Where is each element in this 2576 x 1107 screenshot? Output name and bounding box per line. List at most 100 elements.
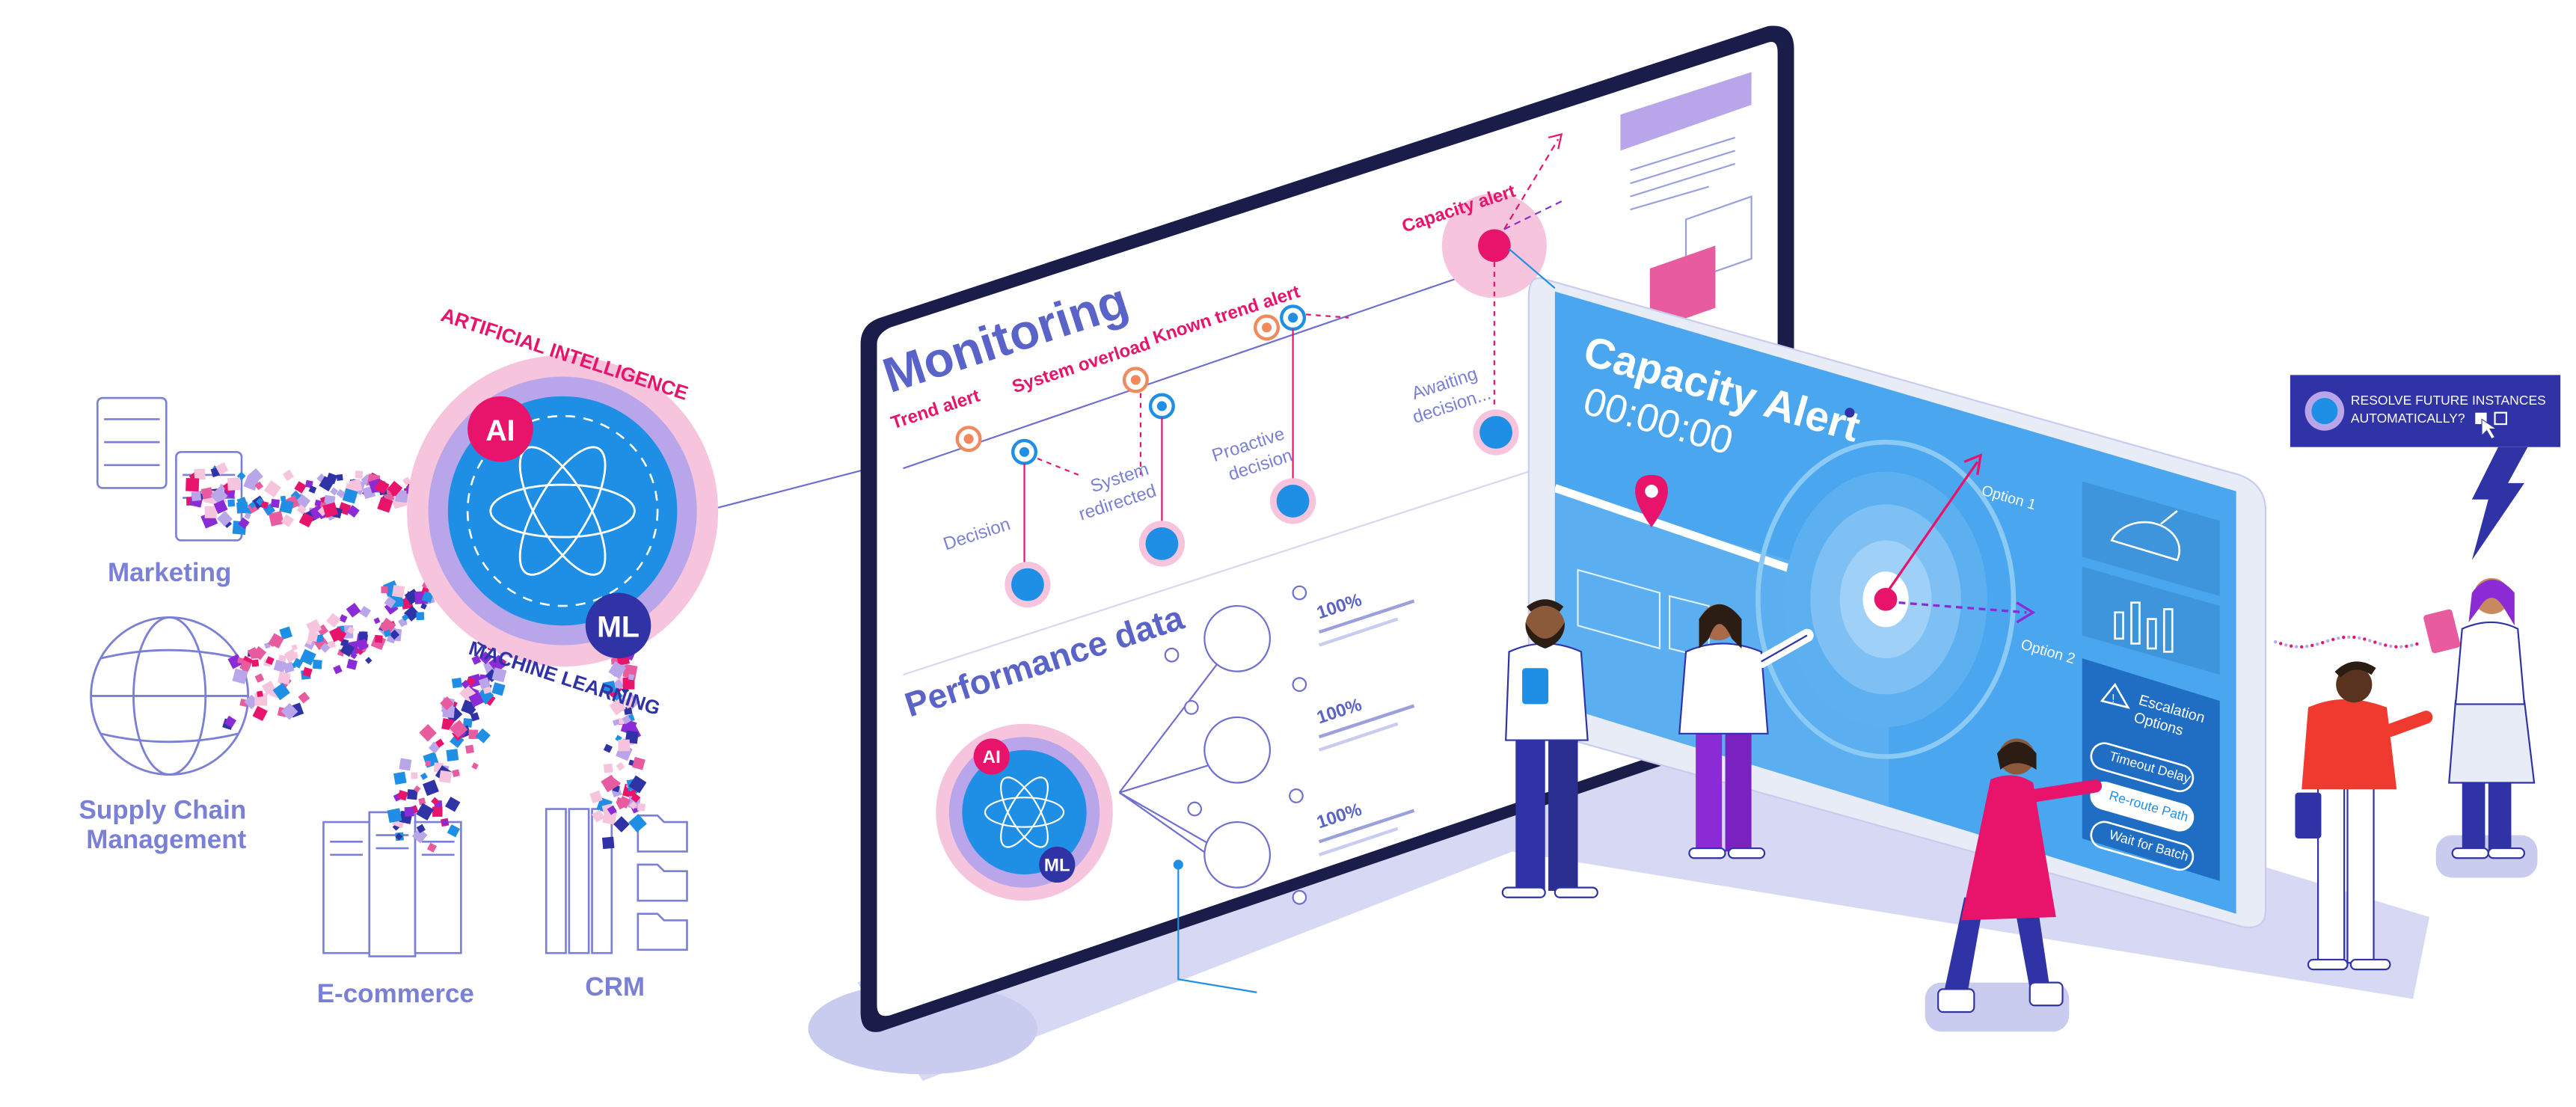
confetti-piece xyxy=(431,797,440,806)
capacity-alert-panel: Capacity Alert 00:00:00 Option 1 Option … xyxy=(1508,248,2267,928)
confetti-piece xyxy=(461,679,470,689)
trail-dot xyxy=(2305,645,2309,648)
confetti-piece xyxy=(402,476,411,485)
confetti-piece xyxy=(602,680,616,694)
performance-ai-label: AI xyxy=(983,747,1001,767)
signal-trail xyxy=(2273,635,2419,648)
confetti-piece xyxy=(333,664,343,675)
confetti-piece xyxy=(322,502,339,518)
confetti-piece xyxy=(237,657,244,664)
ml-badge xyxy=(585,592,651,659)
crm-source: CRM xyxy=(545,808,688,1002)
confetti-piece xyxy=(377,497,393,513)
confetti-piece xyxy=(342,488,358,504)
confetti-piece xyxy=(329,626,345,643)
confetti-piece xyxy=(389,629,400,640)
confetti-piece xyxy=(346,626,355,634)
trail-dot xyxy=(2347,635,2351,639)
confetti-piece xyxy=(282,469,295,482)
confetti-piece xyxy=(245,507,252,514)
trail-dot xyxy=(2363,637,2367,641)
confetti-piece xyxy=(488,654,507,673)
confetti-piece xyxy=(373,617,381,625)
confetti-piece xyxy=(438,770,453,784)
trail-dot xyxy=(2373,640,2377,644)
trail-dot xyxy=(2399,645,2403,648)
trail-dot xyxy=(2284,643,2288,647)
confetti-piece xyxy=(471,655,482,665)
confetti-piece xyxy=(413,785,421,793)
confetti-piece xyxy=(416,824,426,833)
confetti-piece xyxy=(425,761,431,767)
confetti-piece xyxy=(283,648,298,663)
confetti-piece xyxy=(446,749,459,761)
confetti-piece xyxy=(298,512,314,528)
confetti-piece xyxy=(479,651,492,665)
confetti-piece xyxy=(381,586,388,594)
browser-node-icon xyxy=(1203,716,1272,784)
confetti-piece xyxy=(349,479,363,493)
confetti-piece xyxy=(618,739,631,752)
confetti-piece xyxy=(404,806,414,817)
confetti-piece xyxy=(379,617,396,635)
confetti-piece xyxy=(260,500,269,509)
supply-chain-source: Supply Chain Management xyxy=(79,616,250,854)
confetti-piece xyxy=(330,487,339,496)
trail-dot xyxy=(2389,644,2393,648)
confetti-piece xyxy=(248,467,263,484)
performance-network xyxy=(1118,585,1307,993)
confetti-piece xyxy=(251,659,260,667)
confetti-piece xyxy=(589,790,603,804)
globe-icon xyxy=(90,616,250,776)
confetti-piece xyxy=(416,803,434,821)
trail-dot xyxy=(2295,645,2299,648)
confetti-piece xyxy=(356,638,369,651)
confetti-piece xyxy=(603,743,613,753)
confetti-piece xyxy=(200,487,214,500)
confetti-piece xyxy=(637,803,646,812)
confetti-piece xyxy=(622,714,631,725)
confetti-piece xyxy=(227,477,241,491)
confetti-piece xyxy=(393,771,407,785)
confetti-piece xyxy=(280,514,295,527)
confetti-piece xyxy=(383,629,392,638)
confetti-piece xyxy=(254,481,264,491)
resolve-notification[interactable]: RESOLVE FUTURE INSTANCES AUTOMATICALLY? xyxy=(2290,375,2561,560)
confetti-piece xyxy=(491,667,507,683)
notification-no-checkbox[interactable] xyxy=(2494,411,2507,426)
trail-dot xyxy=(2331,637,2335,642)
confetti-piece xyxy=(312,659,322,669)
confetti-piece xyxy=(252,705,268,722)
trail-dot xyxy=(2342,635,2346,640)
trail-dot xyxy=(2379,642,2382,646)
confetti-piece xyxy=(411,827,428,844)
tablet-icon xyxy=(2423,609,2461,654)
confetti-piece xyxy=(215,461,229,476)
confetti-piece xyxy=(279,626,293,640)
confetti-piece xyxy=(213,500,228,515)
confetti-piece xyxy=(601,774,619,793)
confetti-piece xyxy=(247,647,259,659)
document-thumbnails xyxy=(1620,72,1752,331)
ai-badge-label: AI xyxy=(485,414,515,447)
confetti-piece xyxy=(601,836,615,850)
trail-dot xyxy=(2405,644,2408,648)
confetti-piece xyxy=(257,690,263,698)
confetti-piece xyxy=(420,603,427,610)
confetti-piece xyxy=(451,678,462,689)
confetti-piece xyxy=(325,472,338,485)
trail-dot xyxy=(2368,639,2372,643)
confetti-piece xyxy=(464,744,474,754)
ml-badge-label: ML xyxy=(597,611,640,644)
crm-files-icon xyxy=(545,808,688,954)
supply-chain-label-line2: Management xyxy=(86,825,246,854)
confetti-piece xyxy=(254,673,265,683)
confetti-piece xyxy=(402,613,409,622)
trail-dot xyxy=(2415,642,2419,646)
confetti-piece xyxy=(468,692,484,708)
trail-dot xyxy=(2384,643,2388,647)
side-widgets: ! Escalation Options Timeout Delay Re-ro… xyxy=(2082,481,2220,881)
confetti-piece xyxy=(204,506,217,518)
confetti-piece xyxy=(273,660,286,673)
ai-ml-hub: AI ML ARTIFICIAL INTELLIGENCE MACHINE LE… xyxy=(407,303,719,720)
